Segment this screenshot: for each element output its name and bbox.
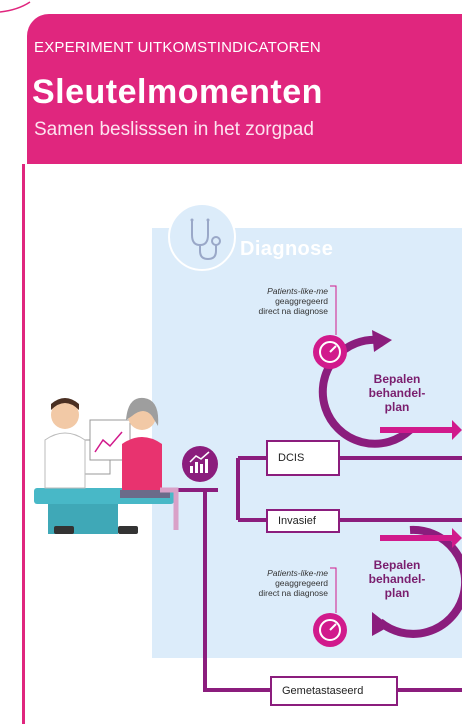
header-banner <box>27 14 462 164</box>
page-title: Sleutelmomenten <box>32 73 323 111</box>
branch-gemetastaseerd <box>203 490 270 692</box>
corner-line <box>0 1 31 13</box>
page-subtitle: Samen beslisssen in het zorgpad <box>34 119 314 140</box>
speedometer-icon <box>313 335 347 369</box>
annotation-top: Patients-like-me geaggregeerd direct na … <box>258 286 328 316</box>
speedometer-icon <box>313 613 347 647</box>
chart-icon <box>189 451 210 473</box>
node-invasief: Invasief <box>266 509 340 533</box>
stethoscope-icon <box>190 218 221 261</box>
doctor-patient-illustration <box>34 397 179 534</box>
phase-label: Diagnose <box>240 238 334 260</box>
header-kicker: EXPERIMENT UITKOMSTINDICATOREN <box>34 39 321 56</box>
node-gemetastaseerd: Gemetastaseerd <box>270 676 398 706</box>
circular-arrow-icon <box>318 335 413 448</box>
stethoscope-badge <box>168 203 236 271</box>
node-dcis: DCIS <box>266 440 340 476</box>
annotation-bottom: Patients-like-me geaggregeerd direct na … <box>258 568 328 598</box>
left-rule <box>22 164 25 724</box>
plan-label-top: Bepalen behandel- plan <box>368 372 426 414</box>
plan-label-bottom: Bepalen behandel- plan <box>368 558 426 600</box>
